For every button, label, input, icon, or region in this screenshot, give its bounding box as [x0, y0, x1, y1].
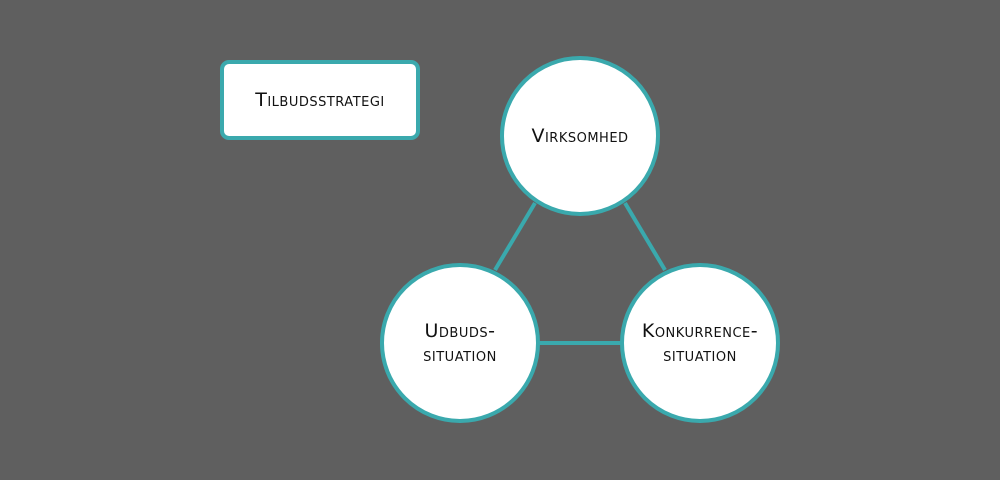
node-virksomhed: Virksomhed	[500, 56, 660, 216]
node-udbudssituation: Udbuds- situation	[380, 263, 540, 423]
node-label: Virksomhed	[531, 125, 629, 147]
node-label-line1: Konkurrence-	[641, 320, 759, 342]
title-box: Tilbudsstrategi	[220, 60, 420, 140]
node-label-line2: situation	[423, 344, 497, 366]
edge-virksomhed-udbud	[493, 201, 537, 272]
node-label-line1: Udbuds-	[424, 320, 496, 342]
node-label-line2: situation	[663, 344, 737, 366]
edge-virksomhed-konkurrence	[623, 201, 667, 272]
node-konkurrencesituation: Konkurrence- situation	[620, 263, 780, 423]
title-label: Tilbudsstrategi	[255, 89, 385, 111]
